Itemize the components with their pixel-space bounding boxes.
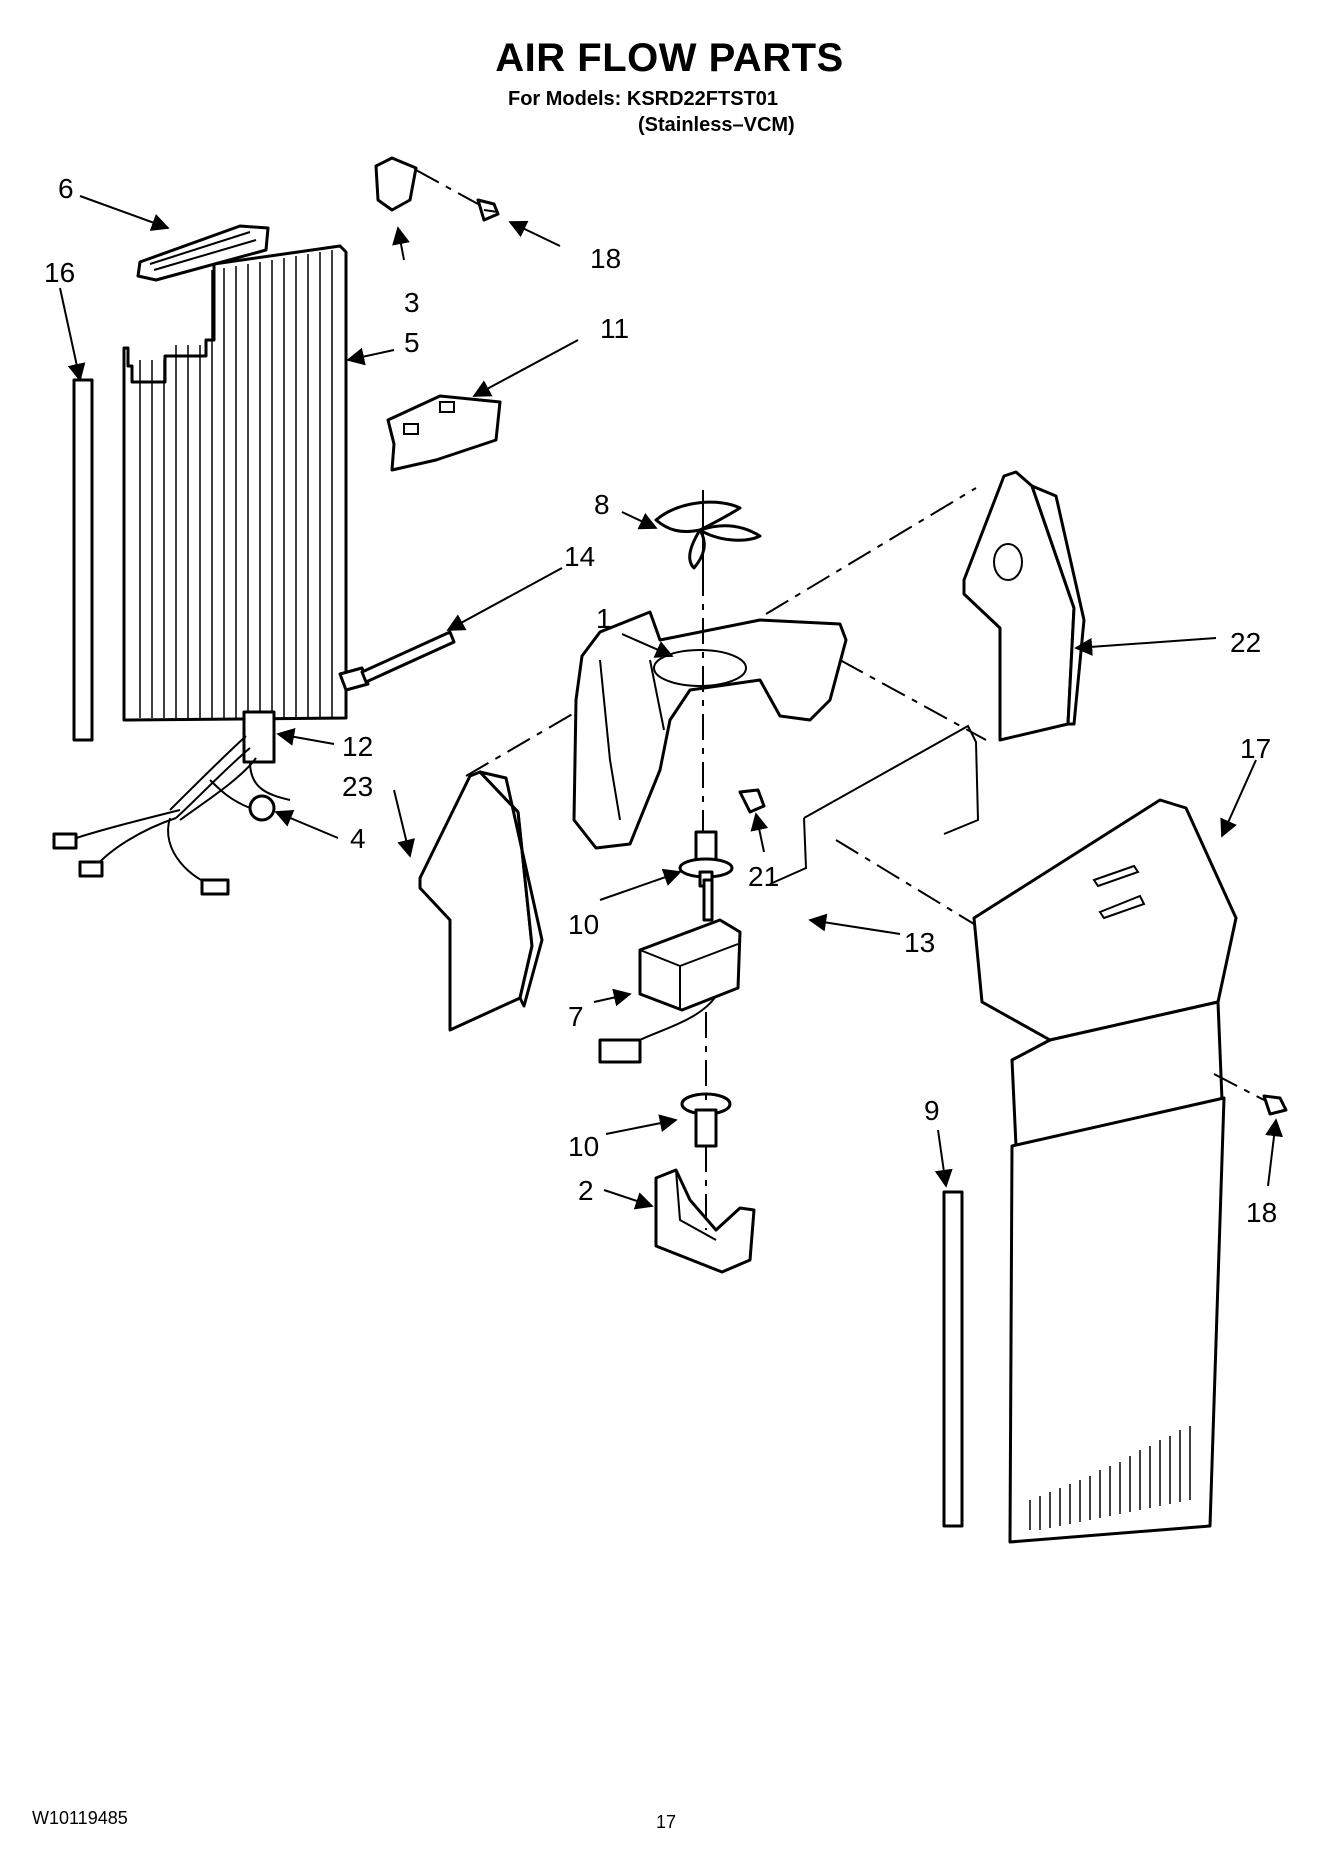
part-5-panel <box>122 244 348 722</box>
doc-number: W10119485 <box>32 1808 128 1828</box>
part-13-wire-bracket <box>769 724 980 885</box>
callout-12: 12 <box>342 731 373 762</box>
part-6-vent <box>136 224 270 282</box>
part-17-duct-cover <box>972 798 1238 1544</box>
callout-4: 4 <box>350 823 366 854</box>
callout-22: 22 <box>1230 627 1261 658</box>
callout-6: 6 <box>58 173 74 204</box>
part-2-mount <box>654 1168 756 1274</box>
callout-3: 3 <box>404 287 420 318</box>
callout-9: 9 <box>924 1095 940 1126</box>
callout-5: 5 <box>404 327 420 358</box>
part-3-cap <box>374 156 418 212</box>
part-11-bracket <box>386 394 502 472</box>
part-21-screw <box>738 788 766 814</box>
models-line: For Models: KSRD22FTST01 <box>508 88 779 110</box>
part-12-harness <box>52 710 291 896</box>
part-7-motor <box>598 878 742 1064</box>
page-title: AIR FLOW PARTS <box>495 36 844 80</box>
part-10-grommet-top <box>678 830 734 888</box>
part-22-baffle <box>962 470 1086 742</box>
part-8-fan-blade <box>654 490 762 580</box>
callout-1: 1 <box>596 603 612 634</box>
part-1-shroud <box>572 610 848 850</box>
callout-2: 2 <box>578 1175 594 1206</box>
part-18-screw-top <box>476 198 500 222</box>
page-number: 17 <box>656 1812 677 1832</box>
callout-17: 17 <box>1240 733 1271 764</box>
callout-18-top: 18 <box>590 243 621 274</box>
callout-13: 13 <box>904 927 935 958</box>
callout-10-bottom: 10 <box>568 1131 599 1162</box>
callout-16: 16 <box>44 257 75 288</box>
callout-7: 7 <box>568 1001 584 1032</box>
part-18-screw-right <box>1262 1094 1288 1116</box>
callout-21: 21 <box>748 861 779 892</box>
part-4-thermistor <box>209 779 276 822</box>
callout-18-right: 18 <box>1246 1197 1277 1228</box>
part-9-strip <box>942 1190 964 1528</box>
callout-8: 8 <box>594 489 610 520</box>
part-10-grommet-bottom <box>680 1092 732 1148</box>
part-23-baffle <box>418 770 544 1032</box>
callout-11: 11 <box>600 313 629 344</box>
part-14-cable-tie <box>338 630 456 692</box>
callout-10-top: 10 <box>568 909 599 940</box>
callout-23: 23 <box>342 771 373 802</box>
variant-line: (Stainless–VCM) <box>638 114 795 136</box>
part-16-strip <box>72 378 94 742</box>
callout-14: 14 <box>564 541 595 572</box>
